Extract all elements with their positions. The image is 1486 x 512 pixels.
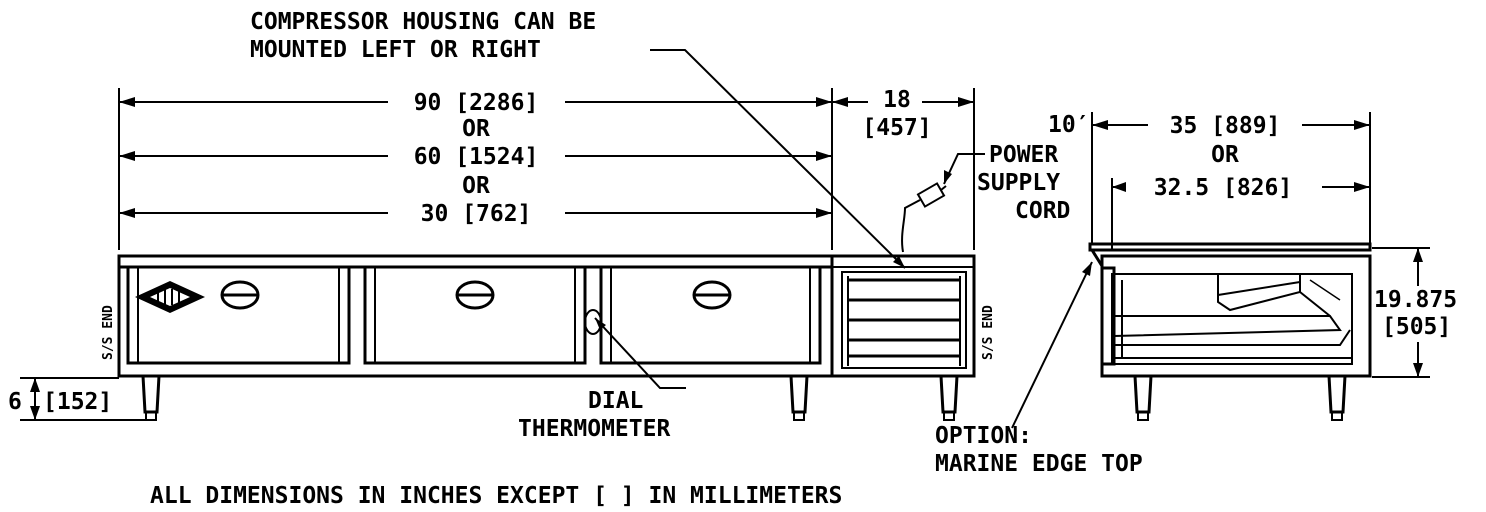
height-mm-label: [505]: [1382, 314, 1451, 340]
width-90-label: 90 [2286]: [414, 90, 539, 116]
width-30-label: 30 [762]: [421, 201, 532, 227]
overhang-label: 10′: [1048, 112, 1090, 138]
side-view-drawer-internals: [1113, 273, 1351, 346]
dimensions-footnote: ALL DIMENSIONS IN INCHES EXCEPT [ ] IN M…: [150, 483, 842, 509]
compressor-housing: [830, 254, 976, 378]
ss-end-label-right: S/S END: [981, 305, 996, 360]
power-note-line2: SUPPLY: [977, 170, 1060, 196]
housing-leg: [939, 374, 959, 421]
compressor-note-line2: MOUNTED LEFT OR RIGHT: [250, 37, 541, 63]
height-label: 19.875: [1374, 287, 1457, 313]
power-cord-leader: [943, 153, 985, 185]
dial-note-line2: THERMOMETER: [518, 416, 670, 442]
or-label-2: OR: [462, 173, 490, 199]
drawer-left: [126, 265, 351, 365]
or-label-1: OR: [462, 116, 490, 142]
power-cord: [901, 182, 947, 253]
drawer-handle-right: [692, 280, 732, 310]
option-note-line2: MARINE EDGE TOP: [935, 451, 1143, 477]
side-leg-left: [1133, 374, 1153, 421]
brand-logo-diamond: [135, 281, 205, 313]
front-view-cabinet: [117, 254, 834, 378]
drawer-right: [599, 265, 822, 365]
drawer-handle-left: [220, 280, 260, 310]
compressor-leader: [650, 49, 906, 269]
depth-35-label: 35 [889]: [1170, 113, 1281, 139]
ss-end-label-left: S/S END: [101, 305, 116, 360]
leg-height-mm-label: [152]: [43, 389, 112, 415]
overall-width-dimension-lines: [118, 88, 975, 250]
drawer-center: [363, 265, 587, 365]
front-leg-right: [789, 374, 809, 421]
thermometer-leader: [594, 317, 686, 389]
housing-width-mm-label: [457]: [862, 115, 931, 141]
compressor-note-line1: COMPRESSOR HOUSING CAN BE: [250, 9, 596, 35]
leg-height-dimension: [20, 377, 150, 421]
power-note-line3: CORD: [1015, 198, 1070, 224]
depth-32-label: 32.5 [826]: [1154, 175, 1292, 201]
drawer-handle-center: [455, 280, 495, 310]
side-view-dimension-lines: [1091, 112, 1430, 378]
option-note-line1: OPTION:: [935, 423, 1032, 449]
front-leg-left: [141, 374, 161, 421]
housing-width-label: 18: [883, 87, 911, 113]
side-leg-right: [1327, 374, 1347, 421]
leg-height-label: 6: [8, 389, 22, 415]
marine-edge-leader: [1011, 261, 1093, 429]
width-60-label: 60 [1524]: [414, 144, 539, 170]
dial-note-line1: DIAL: [588, 388, 643, 414]
power-note-line1: POWER: [989, 142, 1058, 168]
or-label-3: OR: [1211, 142, 1239, 168]
